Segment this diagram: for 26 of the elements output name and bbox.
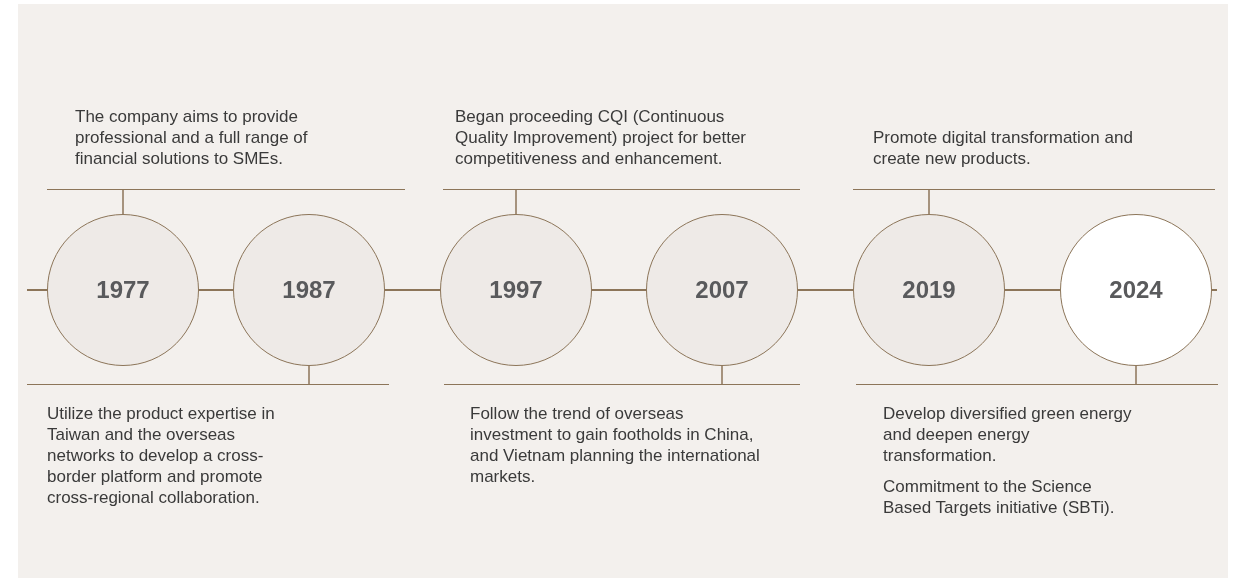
leader-line [515,189,517,215]
leader-line [721,365,723,385]
timeline-connector [198,289,234,291]
timeline-connector [591,289,647,291]
milestone-text: Follow the trend of overseas investment to gain footholds in China, and Vietnam planning the international markets. [470,403,760,487]
year-label: 1997 [489,276,543,304]
leader-line [928,189,930,215]
milestone-text: Develop diversified green energy and deepen energy transformation. [883,403,1133,466]
timeline-connector [384,289,441,291]
leader-line [1135,365,1137,385]
year-label: 1987 [282,276,336,304]
leader-line [122,189,124,215]
timeline-connector [26,289,48,291]
timeline-connector [1211,289,1218,291]
year-label: 1977 [96,276,150,304]
year-label: 2024 [1109,276,1163,304]
milestone-text: Began proceeding CQI (Continuous Quality Improvement) project for better competitiveness and enhancement. [455,106,747,169]
milestone-text: Utilize the product expertise in Taiwan and the overseas networks to develop a cross-border platform and promote cross-regional collaboration. [47,403,276,508]
milestone-text: Commitment to the Science Based Targets initiative (SBTi). [883,476,1116,518]
year-label: 2007 [695,276,749,304]
leader-line [308,365,310,385]
milestone-text: Promote digital transformation and create new products. [873,127,1134,169]
timeline-connector [1004,289,1061,291]
timeline-connector [797,289,854,291]
year-label: 2019 [902,276,956,304]
milestone-text: The company aims to provide professional and a full range of financial solutions to SMEs. [75,106,309,169]
